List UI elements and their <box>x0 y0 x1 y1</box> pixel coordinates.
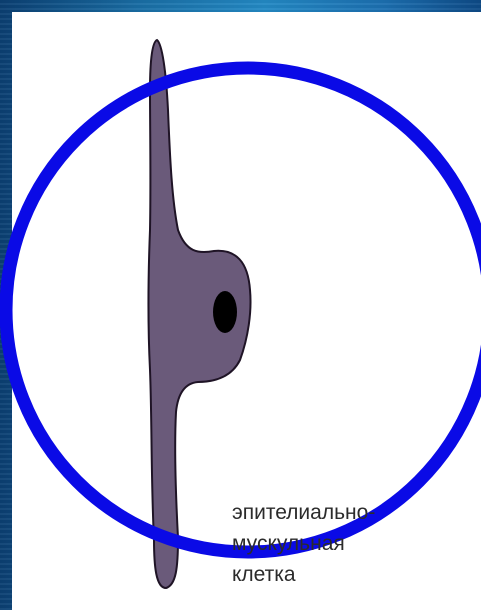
caption-line-1: эпителиально- <box>232 497 462 528</box>
cell-caption: эпителиально- мускульная клетка <box>232 497 462 590</box>
nucleus <box>213 291 237 333</box>
caption-line-3: клетка <box>232 559 462 590</box>
caption-line-2: мускульная <box>232 528 462 559</box>
